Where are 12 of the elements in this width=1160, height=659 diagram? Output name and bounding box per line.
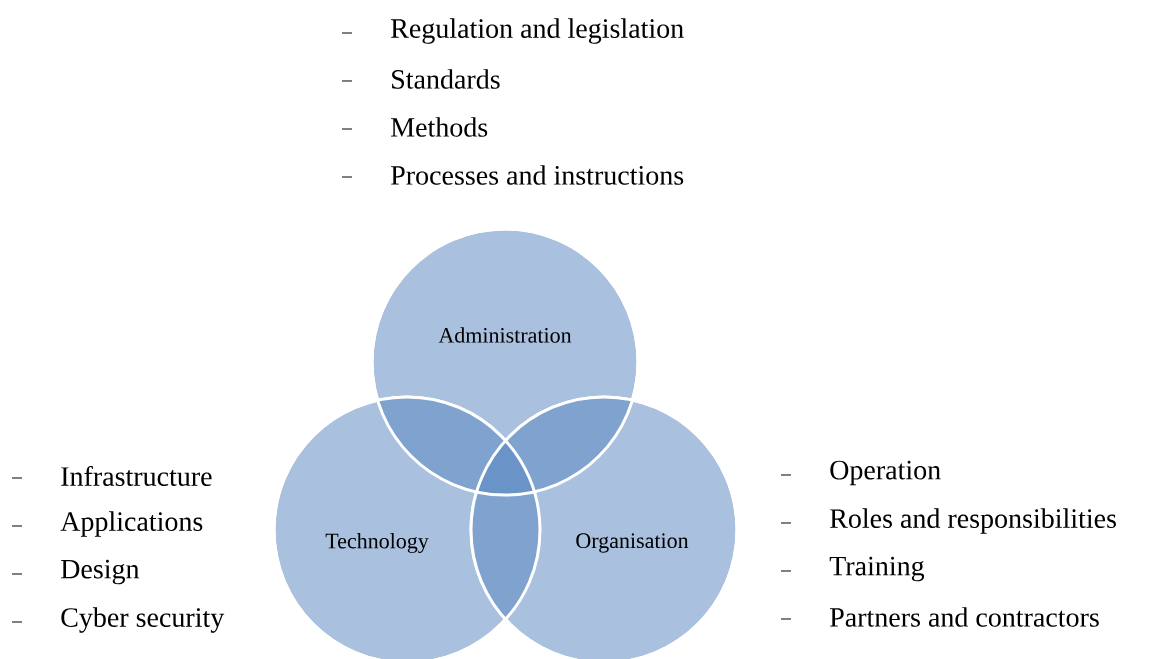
list-item: Design — [61, 559, 140, 585]
list-item: Partners and contractors — [830, 607, 1099, 627]
list-item: Standards — [392, 69, 500, 89]
list-item: Applications — [60, 511, 203, 537]
list-item: Methods — [391, 117, 488, 137]
list-item: Regulation and legislation — [391, 18, 684, 44]
list-item: Processes and instructions — [391, 165, 684, 185]
list-item: Operation — [830, 460, 941, 486]
list-item: Training — [829, 556, 925, 582]
list-item: Cyber security — [61, 607, 225, 633]
list-item: Infrastructure — [61, 466, 212, 486]
list-item: Roles and responsibilities — [830, 508, 1116, 534]
